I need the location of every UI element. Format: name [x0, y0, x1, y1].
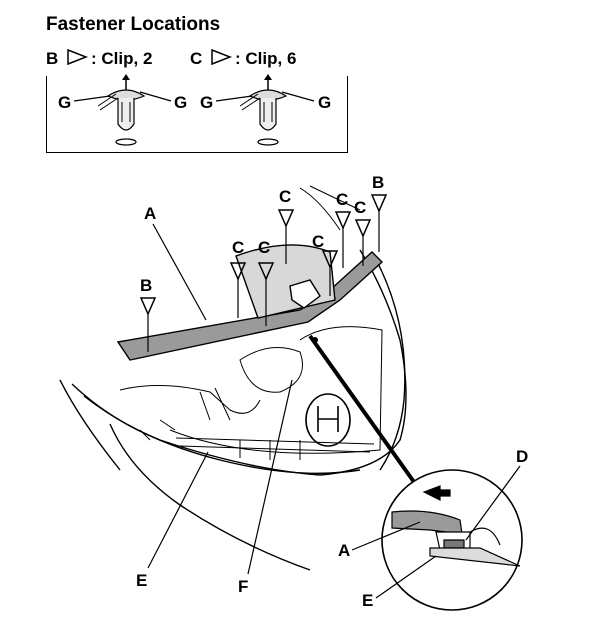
label-b-1: B	[140, 276, 152, 295]
leader-a-detail	[351, 521, 421, 551]
page-title: Fastener Locations	[46, 14, 221, 35]
upper-cover-a	[116, 244, 384, 361]
label-e-2: E	[362, 591, 373, 610]
emblem	[305, 393, 351, 447]
clip-marker-stems	[147, 211, 380, 352]
leader-e-detail	[375, 555, 437, 599]
legend-b: B : Clip, 2	[46, 48, 152, 69]
legend-c-text: : Clip, 6	[235, 49, 297, 68]
label-b-2: B	[372, 173, 384, 192]
label-c-5: C	[336, 190, 348, 209]
label-g-1: G	[58, 93, 71, 112]
label-g-3: G	[200, 93, 213, 112]
callout-pointer	[308, 334, 416, 484]
leader-f	[247, 379, 293, 575]
clip-b-illustration	[97, 73, 145, 146]
label-g-4: G	[318, 93, 331, 112]
legend-frame	[46, 76, 348, 153]
bumper-outline	[59, 249, 407, 571]
callout-origin	[312, 337, 318, 343]
label-c-3: C	[279, 187, 291, 206]
label-f: F	[238, 577, 248, 596]
label-a: A	[144, 204, 156, 223]
legend-c-letter: C	[190, 49, 203, 68]
label-g-2: G	[174, 93, 187, 112]
engine-bay	[119, 185, 361, 441]
label-a-detail: A	[338, 541, 350, 560]
label-d: D	[516, 447, 528, 466]
label-c-1: C	[232, 238, 244, 257]
label-e-1: E	[136, 571, 147, 590]
label-c-4: C	[312, 232, 324, 251]
label-c-6: C	[354, 198, 366, 217]
legend-b-text: : Clip, 2	[91, 49, 153, 68]
triangle-icon	[211, 48, 233, 66]
legend-b-letter: B	[46, 49, 59, 68]
clip-markers	[139, 194, 388, 316]
triangle-icon	[67, 48, 89, 66]
grille	[169, 326, 383, 460]
clip-c-illustration	[239, 73, 287, 146]
detail-contents	[391, 485, 521, 567]
leader-e	[147, 451, 209, 569]
legend-c: C : Clip, 6	[190, 48, 296, 69]
leader-a	[152, 223, 207, 321]
label-c-2: C	[258, 238, 270, 257]
leader-d	[465, 465, 521, 541]
